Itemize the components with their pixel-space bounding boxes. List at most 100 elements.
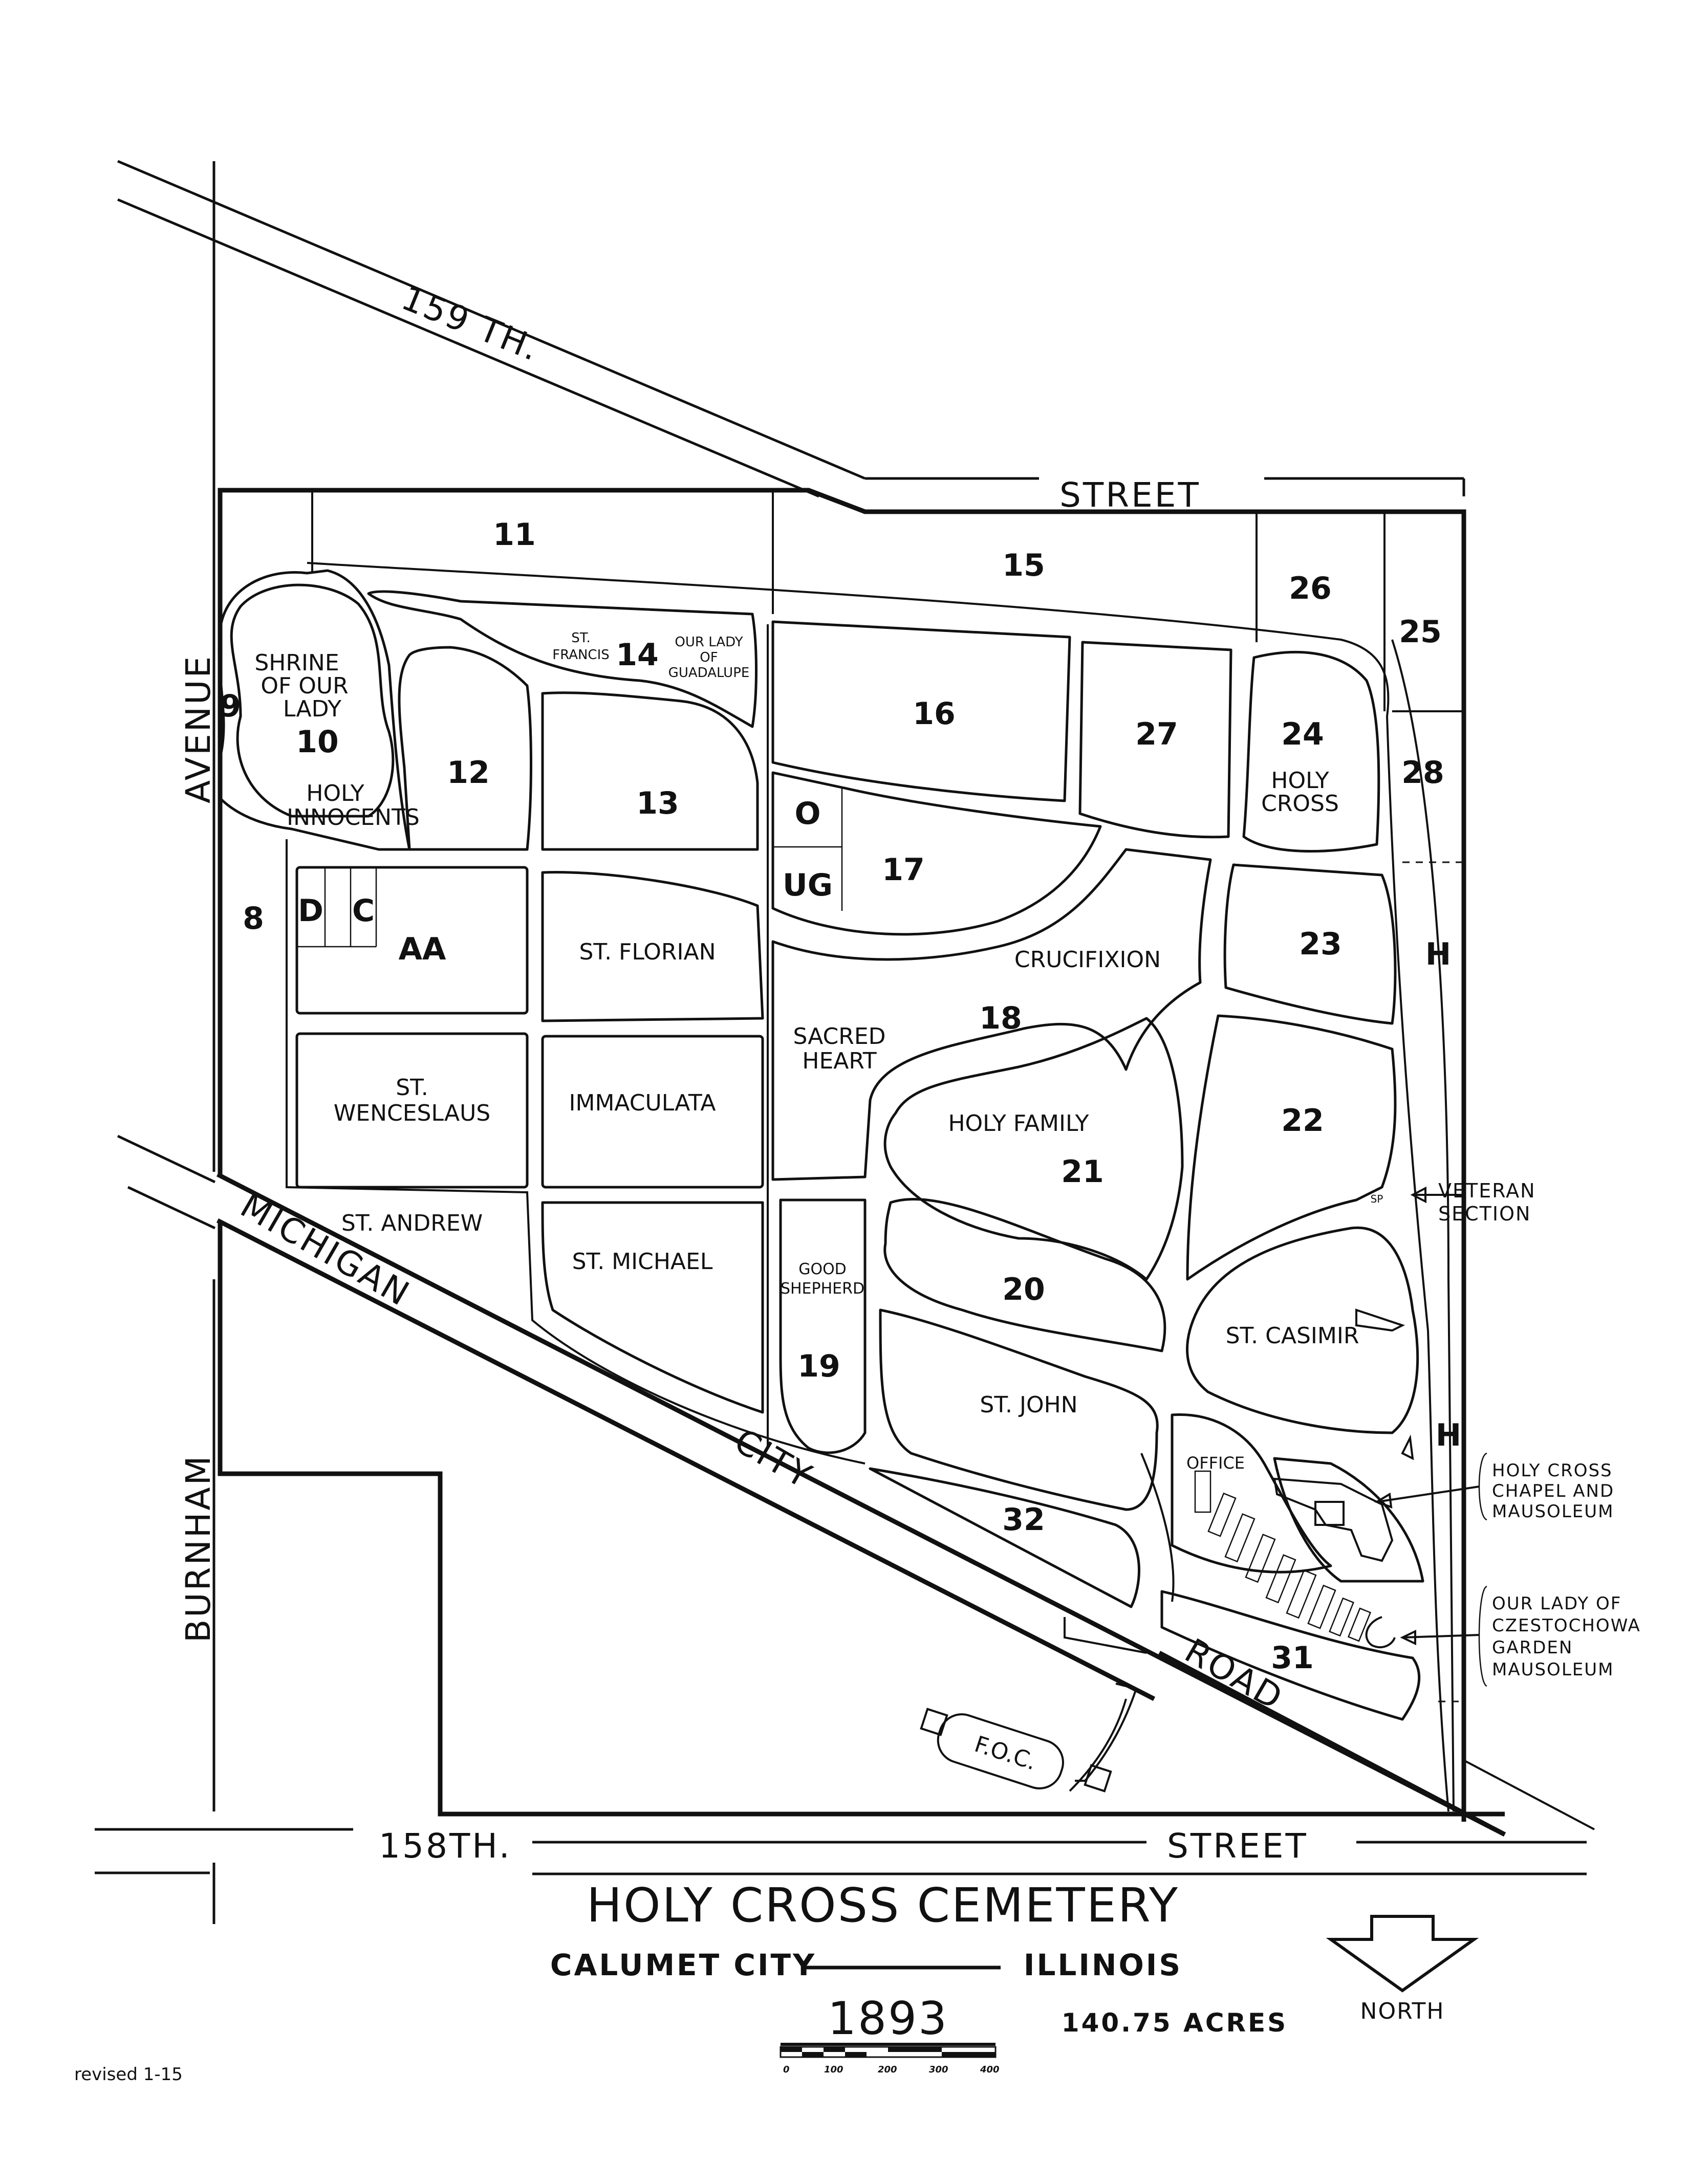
- section-21: 21: [1061, 1154, 1104, 1190]
- crucifixion-label: CRUCIFIXION: [1014, 947, 1161, 973]
- section-17: 17: [882, 852, 925, 888]
- drive-lines: [286, 562, 1455, 1812]
- section-27: 27: [1135, 716, 1178, 752]
- veteran-line-1: VETERAN: [1438, 1180, 1536, 1202]
- st-francis-line-1: ST.: [571, 630, 591, 646]
- st-john-label: ST. JOHN: [980, 1392, 1077, 1418]
- north-label: NORTH: [1360, 1998, 1445, 2024]
- sp-label: SP: [1371, 1193, 1383, 1205]
- st-francis-line-2: FRANCIS: [552, 647, 610, 663]
- section-31: 31: [1271, 1640, 1314, 1676]
- office-label: OFFICE: [1186, 1453, 1245, 1473]
- section-32: 32: [1002, 1502, 1045, 1538]
- section-D: D: [298, 893, 323, 929]
- st-casimir-label: ST. CASIMIR: [1226, 1323, 1359, 1349]
- section-outlines: [218, 569, 1424, 1721]
- immaculata-label: IMMACULATA: [569, 1090, 716, 1116]
- michigan-label: MICHIGAN: [234, 1186, 417, 1314]
- section-C: C: [352, 893, 375, 929]
- street-158th-label: 158TH.: [379, 1826, 512, 1866]
- holy-cross-line-1: HOLY: [1271, 768, 1329, 794]
- city-name: CALUMET CITY: [550, 1948, 816, 1982]
- chapel-line-2: CHAPEL AND: [1492, 1481, 1614, 1501]
- foc-building: [920, 1617, 1147, 1793]
- city-label: CITY: [728, 1421, 819, 1497]
- guadalupe-line-3: GUADALUPE: [668, 665, 750, 681]
- burnham-label: BURNHAM: [179, 1454, 218, 1643]
- guadalupe-line-2: OF: [700, 650, 718, 665]
- avenue-label: AVENUE: [179, 654, 218, 803]
- callout-labels: VETERAN SECTION HOLY CROSS CHAPEL AND MA…: [1438, 1180, 1641, 1680]
- section-20: 20: [1002, 1272, 1045, 1307]
- section-AA: AA: [399, 931, 446, 967]
- section-11: 11: [493, 517, 536, 553]
- callout-arrows: [1374, 1186, 1487, 1687]
- st-florian-label: ST. FLORIAN: [579, 939, 716, 965]
- revision-note: revised 1-15: [74, 2064, 183, 2085]
- scale-tick-0: 0: [783, 2064, 790, 2075]
- mausoleum-shapes: [1194, 1308, 1414, 1648]
- section-10: 10: [296, 724, 339, 760]
- section-names: SHRINE OF OUR LADY HOLY INNOCENTS ST. FR…: [254, 630, 1383, 1776]
- state-name: ILLINOIS: [1024, 1948, 1182, 1982]
- section-H-upper: H: [1425, 936, 1451, 972]
- michigan-city-road: [216, 1172, 1595, 1837]
- good-shepherd-line-1: GOOD: [798, 1260, 847, 1278]
- section-22: 22: [1281, 1103, 1324, 1139]
- st-wenceslaus-line-2: WENCESLAUS: [334, 1100, 490, 1126]
- st-wenceslaus-line-1: ST.: [396, 1075, 428, 1101]
- section-28: 28: [1401, 755, 1444, 791]
- section-numbers: 11 15 26 25 28 14 16 27 24 9 10 12 13 8 …: [220, 517, 1461, 1676]
- czestochowa-line-4: MAUSOLEUM: [1492, 1659, 1614, 1680]
- holy-family-label: HOLY FAMILY: [948, 1110, 1089, 1137]
- title-block: HOLY CROSS CEMETERY CALUMET CITY ILLINOI…: [550, 1878, 1288, 2045]
- top-strip: [311, 490, 1464, 1702]
- map-title: HOLY CROSS CEMETERY: [587, 1878, 1179, 1933]
- czestochowa-line-2: CZESTOCHOWA: [1492, 1615, 1641, 1636]
- scale-tick-400: 400: [980, 2064, 1000, 2075]
- street-158th-street-label: STREET: [1167, 1826, 1308, 1866]
- street-159th-label: 159 TH.: [396, 278, 546, 369]
- section-H-lower: H: [1436, 1417, 1461, 1453]
- section-26: 26: [1289, 571, 1332, 606]
- street-159th-street-label: STREET: [1059, 475, 1201, 515]
- good-shepherd-line-2: SHEPHERD: [781, 1280, 864, 1298]
- sacred-heart-line-2: HEART: [802, 1048, 876, 1074]
- czestochowa-line-1: OUR LADY OF: [1492, 1593, 1621, 1614]
- guadalupe-line-1: OUR LADY: [675, 635, 743, 650]
- section-8: 8: [243, 901, 264, 936]
- scale-tick-200: 200: [878, 2064, 897, 2075]
- st-andrew-label: ST. ANDREW: [341, 1210, 483, 1236]
- scale-tick-100: 100: [824, 2064, 843, 2075]
- st-michael-label: ST. MICHAEL: [572, 1249, 713, 1275]
- holy-innocents-line-2: INNOCENTS: [287, 804, 420, 831]
- section-18: 18: [979, 1000, 1022, 1036]
- section-12: 12: [447, 755, 490, 791]
- foc-label: F.O.C.: [971, 1731, 1040, 1776]
- section-UG: UG: [783, 867, 833, 903]
- south-parcel-boundary: [218, 1223, 1505, 1817]
- cemetery-boundary: [218, 488, 1466, 1822]
- holy-cross-line-2: CROSS: [1261, 791, 1339, 817]
- section-15: 15: [1002, 548, 1045, 583]
- czestochowa-line-3: GARDEN: [1492, 1637, 1573, 1658]
- north-arrow: NORTH: [1326, 1915, 1479, 2024]
- section-16: 16: [913, 696, 956, 732]
- year-label: 1893: [828, 1992, 948, 2045]
- chapel-line-1: HOLY CROSS: [1492, 1460, 1613, 1481]
- section-24: 24: [1281, 716, 1324, 752]
- veteran-line-2: SECTION: [1438, 1203, 1531, 1225]
- north-arrow-icon: [1326, 1915, 1479, 1993]
- acreage-label: 140.75 ACRES: [1062, 2008, 1288, 2038]
- section-13: 13: [636, 785, 679, 821]
- section-25: 25: [1399, 614, 1442, 650]
- section-23: 23: [1299, 926, 1342, 962]
- holy-innocents-line-1: HOLY: [306, 780, 364, 806]
- chapel-line-3: MAUSOLEUM: [1492, 1501, 1614, 1522]
- section-19: 19: [797, 1348, 840, 1384]
- sacred-heart-line-1: SACRED: [793, 1023, 885, 1050]
- road-lines: [95, 160, 1587, 1924]
- shrine-line-2: OF OUR: [261, 673, 348, 699]
- section-O: O: [794, 796, 820, 832]
